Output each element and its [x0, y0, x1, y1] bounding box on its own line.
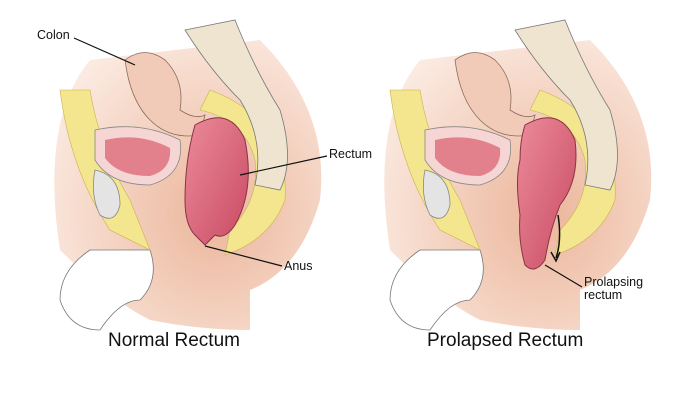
leader-lines	[73, 37, 583, 288]
label-prolapsing-rectum: Prolapsing rectum	[584, 276, 643, 302]
normal-illustration	[53, 19, 322, 331]
normal-rectum-shape	[184, 117, 249, 246]
prolapse-arrow	[555, 214, 561, 259]
label-anus: Anus	[284, 259, 313, 273]
label-colon: Colon	[37, 28, 70, 42]
label-rectum: Rectum	[329, 147, 373, 161]
label-line-1: Prolapsing	[584, 275, 644, 289]
prolapsed-rectum-shape	[517, 117, 577, 270]
caption-prolapsed: Prolapsed Rectum	[427, 330, 584, 351]
caption-normal: Normal Rectum	[108, 330, 240, 351]
label-line-2: rectum	[584, 288, 623, 302]
prolapsed-illustration	[383, 19, 652, 331]
